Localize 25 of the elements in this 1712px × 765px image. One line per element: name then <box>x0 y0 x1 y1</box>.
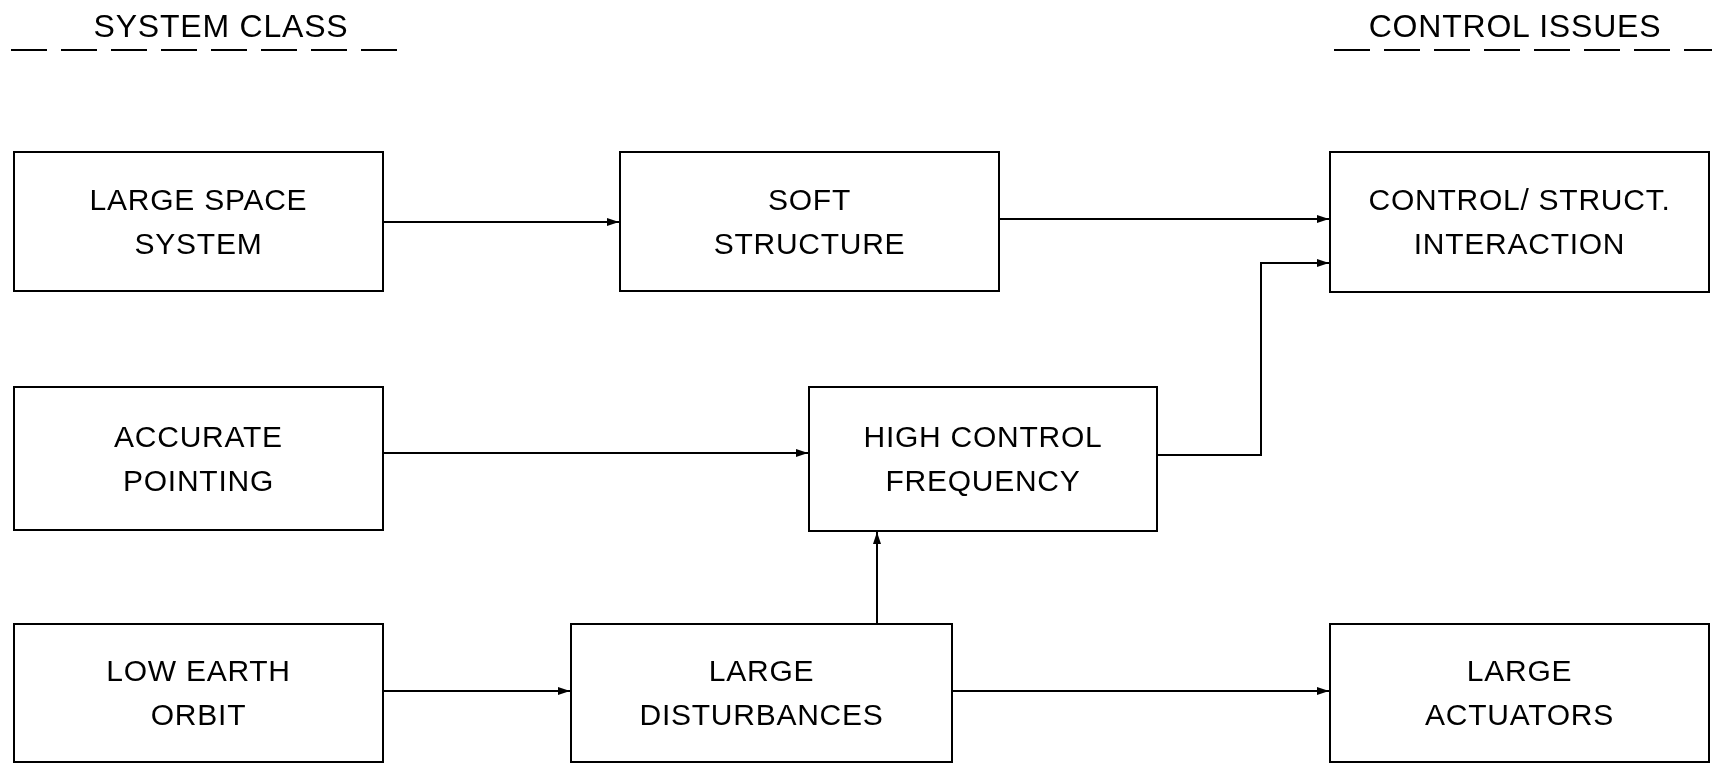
box-label: LARGE ACTUATORS <box>1424 653 1615 733</box>
process-box <box>1329 623 1710 763</box>
process-box <box>13 623 384 763</box>
box-label: LARGE DISTURBANCES <box>638 653 885 733</box>
process-box <box>13 386 384 531</box>
box-label: ACCURATE POINTING <box>113 418 284 499</box>
process-box <box>13 151 384 292</box>
box-label: CONTROL/ STRUCT. INTERACTION <box>1367 182 1672 262</box>
arrow <box>873 531 881 624</box>
column-heading: SYSTEM CLASS <box>92 7 350 46</box>
column-heading: CONTROL ISSUES <box>1367 7 1663 46</box>
box-label: LOW EARTH ORBIT <box>105 653 292 733</box>
box-label: LARGE SPACE SYSTEM <box>88 181 309 262</box>
box-label: HIGH CONTROL FREQUENCY <box>862 419 1104 499</box>
arrow <box>952 687 1330 695</box>
arrow <box>383 449 809 457</box>
arrow <box>1157 259 1330 456</box>
process-box <box>1329 151 1710 293</box>
arrow <box>999 215 1330 223</box>
process-box <box>570 623 953 763</box>
arrow <box>383 218 620 226</box>
process-box <box>808 386 1158 532</box>
process-box <box>619 151 1000 292</box>
arrow <box>383 687 571 695</box>
box-label: SOFT STRUCTURE <box>712 181 907 262</box>
